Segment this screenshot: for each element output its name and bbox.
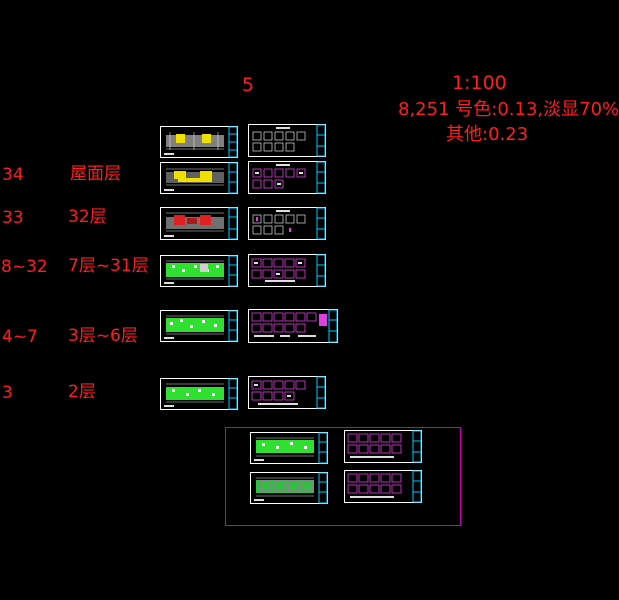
detail-sheet-thumbnail-group-b[interactable] bbox=[344, 470, 422, 503]
detail-sheet-thumbnail-7-31f[interactable] bbox=[248, 254, 326, 287]
grouped-sheets-frame[interactable] bbox=[225, 427, 461, 526]
detail-sheet-thumbnail-32f[interactable] bbox=[248, 207, 326, 240]
detail-sheet-thumbnail-3-6f[interactable] bbox=[248, 309, 338, 343]
floor-plan-thumbnail-roof-top[interactable] bbox=[160, 126, 238, 158]
detail-sheet-thumbnail-roof[interactable] bbox=[248, 161, 326, 194]
floor-plan-thumbnail-group-a[interactable] bbox=[250, 432, 328, 464]
detail-sheet-thumbnail-top[interactable] bbox=[248, 124, 326, 157]
floor-name-label: 3层~6层 bbox=[68, 326, 138, 346]
floor-index-label: 8~32 bbox=[1, 257, 48, 277]
floor-name-label: 屋面层 bbox=[70, 164, 121, 184]
floor-index-label: 3 bbox=[2, 383, 13, 403]
other-lineweight-note: 其他:0.23 bbox=[446, 124, 529, 145]
detail-sheet-thumbnail-group-a[interactable] bbox=[344, 430, 422, 463]
detail-sheet-thumbnail-2f[interactable] bbox=[248, 376, 326, 409]
floor-plan-thumbnail-2f[interactable] bbox=[160, 378, 238, 410]
lineweight-note: 8,251 号色:0.13,淡显70% bbox=[398, 99, 619, 120]
floor-index-label: 33 bbox=[2, 208, 24, 228]
floor-name-label: 7层~31层 bbox=[68, 256, 149, 276]
floor-name-label: 32层 bbox=[68, 207, 107, 227]
floor-plan-thumbnail-group-b[interactable] bbox=[250, 472, 328, 504]
floor-plan-thumbnail-7-31f[interactable] bbox=[160, 255, 238, 287]
scale-label: 1:100 bbox=[452, 72, 507, 94]
floor-name-label: 2层 bbox=[68, 382, 96, 402]
floor-plan-thumbnail-32f[interactable] bbox=[160, 207, 238, 240]
drawing-number: 5 bbox=[242, 74, 255, 96]
floor-plan-thumbnail-3-6f[interactable] bbox=[160, 310, 238, 342]
floor-index-label: 34 bbox=[2, 165, 24, 185]
floor-plan-thumbnail-roof[interactable] bbox=[160, 162, 238, 194]
floor-index-label: 4~7 bbox=[2, 327, 38, 347]
